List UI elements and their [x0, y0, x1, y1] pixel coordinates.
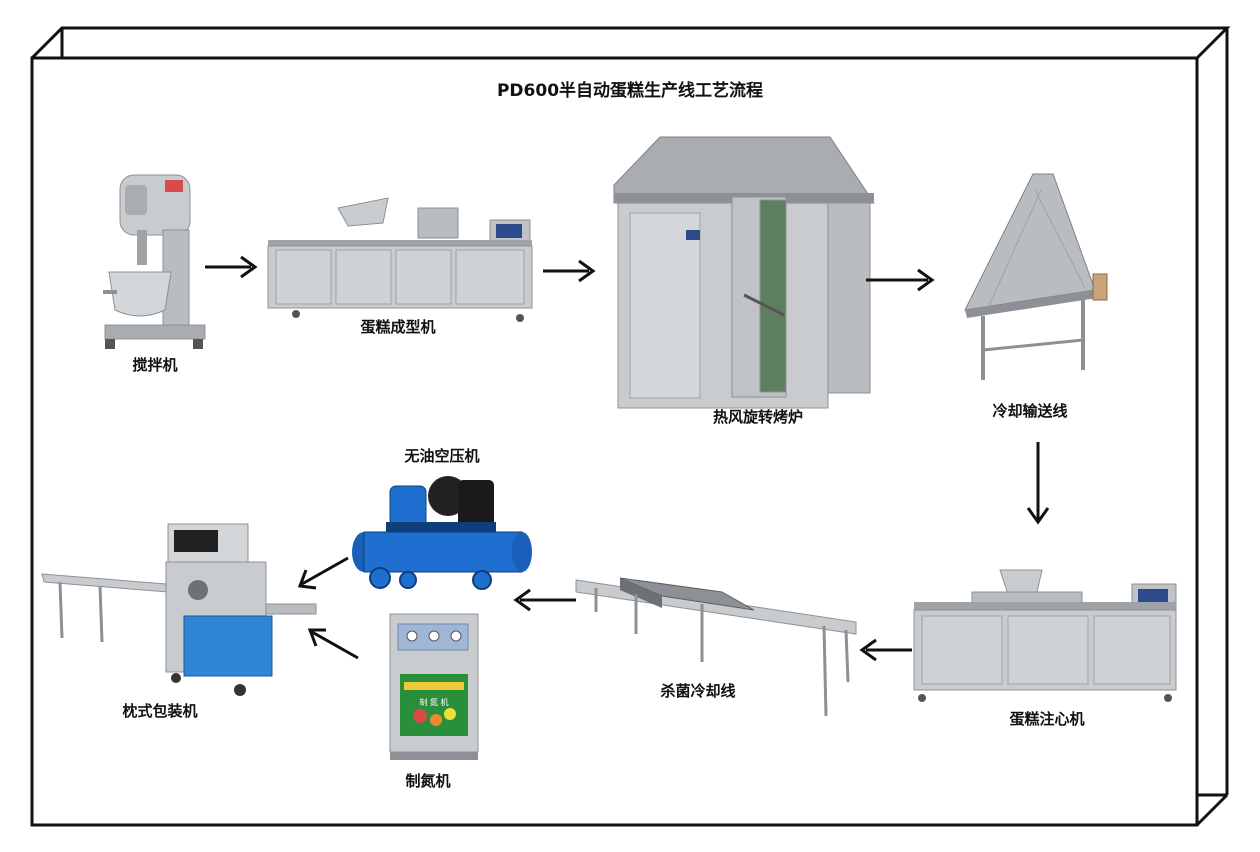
air-compressor-label: 无油空压机 [404, 447, 480, 465]
air-compressor-machine [352, 476, 532, 590]
cooling-conveyor-machine [964, 173, 1108, 380]
forming-label: 蛋糕成型机 [360, 318, 436, 336]
arrow-forming-to-oven [543, 259, 596, 283]
arrow-mixer-to-forming [205, 255, 258, 279]
arrow-sterilize-to-nitrogen [513, 588, 576, 612]
nitrogen-label: 制氮机 [405, 772, 451, 790]
mixer-label: 搅拌机 [132, 356, 178, 374]
arrow-oven-to-cooling [866, 268, 935, 292]
nitrogen-panel-text: 制 氮 机 [419, 697, 448, 707]
nitrogen-machine: 制 氮 机 [389, 613, 479, 760]
pillow-packing-machine [41, 523, 317, 696]
forming-machine [267, 197, 533, 322]
arrow-compressor-to-packer [297, 556, 349, 590]
cooling-conveyor-label: 冷却输送线 [992, 402, 1068, 420]
arrow-filling-to-sterilize [859, 638, 912, 662]
filling-label: 蛋糕注心机 [1009, 710, 1085, 728]
sterilize-cooling-label: 杀菌冷却线 [660, 682, 736, 700]
mixer-machine [103, 174, 206, 349]
sterilize-cooling-machine [575, 577, 857, 717]
oven-machine [613, 136, 875, 409]
arrow-nitrogen-to-packer [307, 628, 359, 660]
pillow-packing-label: 枕式包装机 [122, 702, 198, 720]
diagram-title: PD600半自动蛋糕生产线工艺流程 [496, 81, 764, 101]
oven-label: 热风旋转烤炉 [712, 408, 804, 426]
filling-machine [913, 569, 1177, 702]
arrow-cooling-to-filling [1026, 442, 1050, 525]
